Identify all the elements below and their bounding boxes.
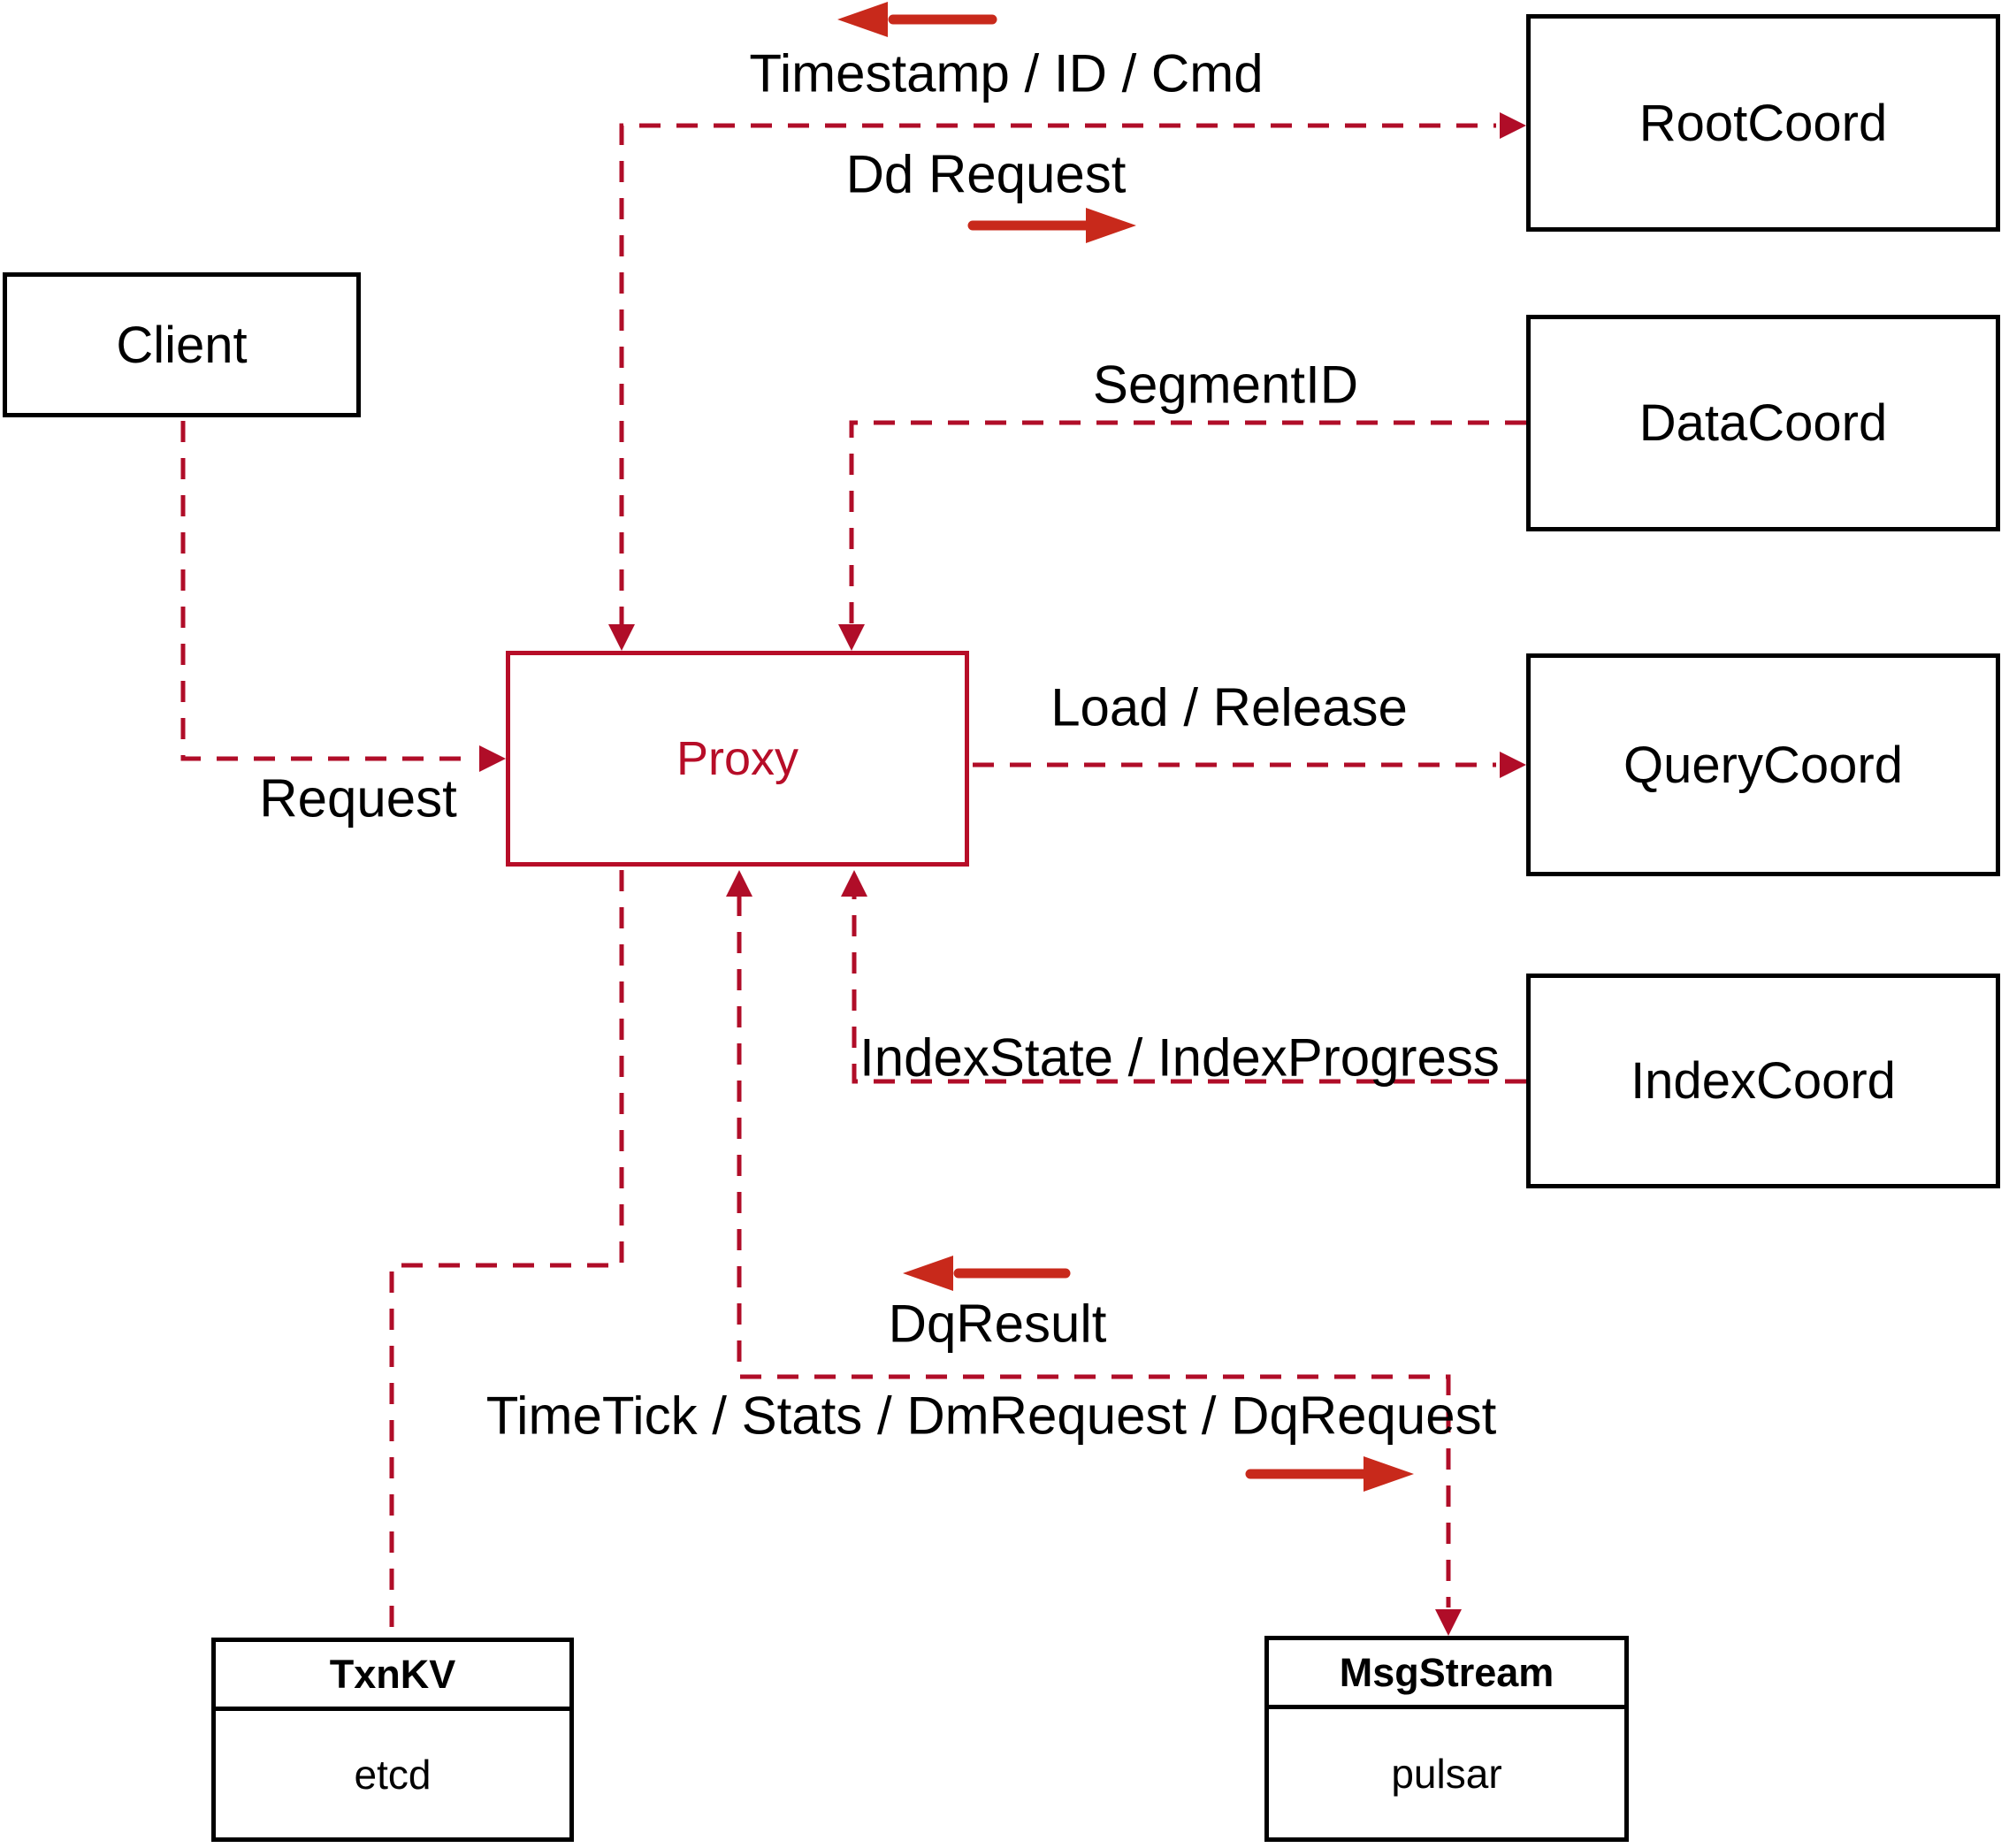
arrowhead-down-into-proxy-from-rootcoord [608, 624, 635, 651]
msgstream-node: MsgStream pulsar [1264, 1636, 1629, 1842]
dd-request-direction-arrow-icon [967, 208, 1136, 243]
indexcoord-label: IndexCoord [1631, 1052, 1896, 1110]
rootcoord-label: RootCoord [1639, 94, 1888, 152]
msgstream-title: MsgStream [1269, 1640, 1624, 1709]
rootcoord-node: RootCoord [1526, 14, 2000, 232]
client-label: Client [116, 316, 248, 374]
arrowhead-down-into-msgstream [1435, 1609, 1462, 1636]
txnkv-node: TxnKV etcd [211, 1638, 574, 1842]
timestamp-edge-label: Timestamp / ID / Cmd [749, 43, 1264, 103]
msgstream-connector [737, 895, 1451, 1607]
segment-id-edge-label: SegmentID [1092, 355, 1359, 415]
arrowhead-right-into-rootcoord [1500, 112, 1526, 139]
proxy-node: Proxy [506, 651, 969, 867]
rootcoord-connector [619, 123, 1496, 628]
index-state-edge-label: IndexState / IndexProgress [859, 1027, 1500, 1088]
timestamp-direction-arrow-icon [837, 2, 997, 37]
proxy-label: Proxy [676, 732, 799, 785]
arrowhead-right-into-querycoord [1500, 752, 1526, 778]
client-node: Client [3, 272, 361, 417]
time-tick-direction-arrow-icon [1245, 1456, 1414, 1492]
txnkv-title: TxnKV [216, 1642, 569, 1711]
arrowhead-up-into-proxy-from-msgstream [726, 870, 752, 897]
datacoord-node: DataCoord [1526, 315, 2000, 531]
msgstream-subtitle: pulsar [1391, 1750, 1502, 1797]
arrowhead-down-into-proxy-from-datacoord [838, 624, 865, 651]
datacoord-connector [849, 420, 1526, 628]
txnkv-subtitle: etcd [354, 1751, 432, 1798]
txnkv-connector [389, 870, 624, 1638]
dd-request-edge-label: Dd Request [845, 144, 1127, 204]
indexcoord-node: IndexCoord [1526, 974, 2000, 1188]
client-request-connector [180, 421, 476, 761]
indexcoord-connector [852, 895, 1526, 1084]
request-edge-label: Request [259, 768, 457, 829]
arrowhead-up-into-proxy-from-indexcoord [841, 870, 867, 897]
querycoord-node: QueryCoord [1526, 653, 2000, 876]
dq-result-edge-label: DqResult [888, 1294, 1107, 1354]
load-release-edge-label: Load / Release [1050, 677, 1408, 737]
querycoord-label: QueryCoord [1623, 736, 1903, 794]
time-tick-edge-label: TimeTick / Stats / DmRequest / DqRequest [485, 1386, 1497, 1446]
arrowhead-right-into-proxy [479, 745, 506, 772]
dq-result-direction-arrow-icon [903, 1256, 1071, 1291]
datacoord-label: DataCoord [1639, 394, 1888, 452]
